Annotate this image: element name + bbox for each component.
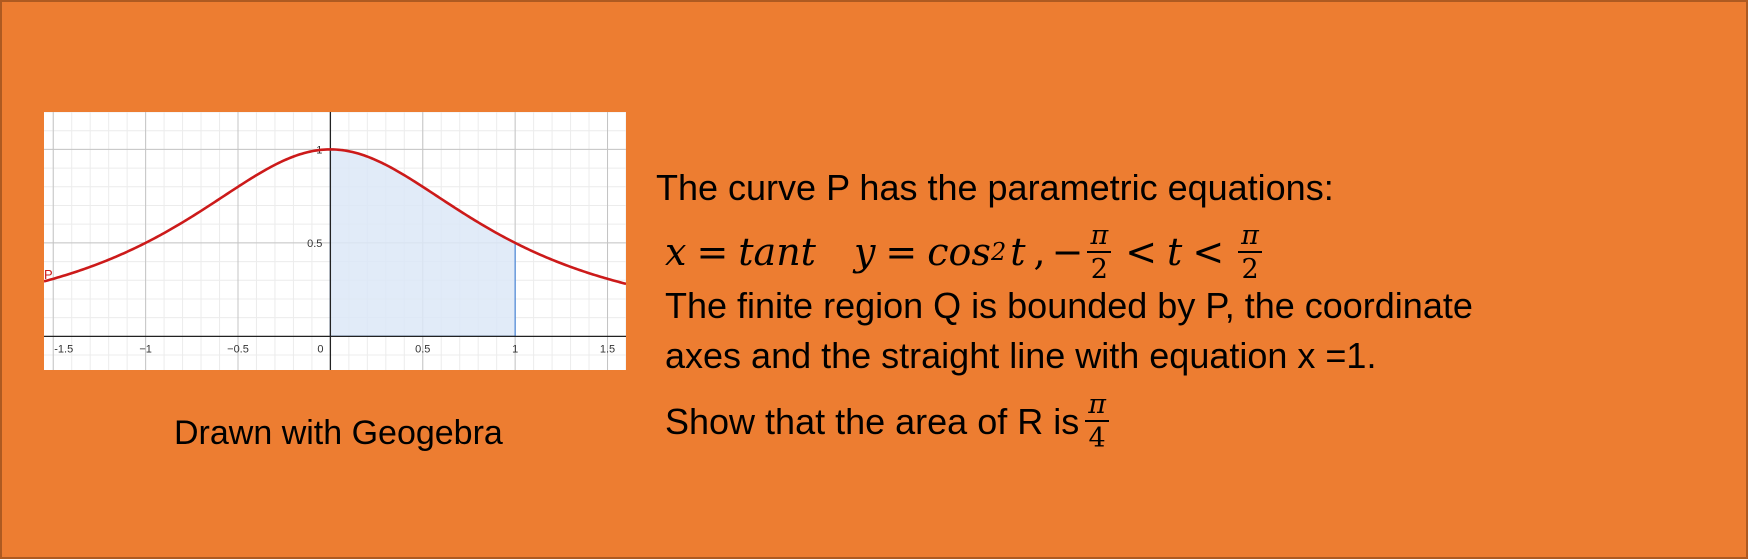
x-tick-label: 1 [512, 343, 518, 355]
eq-equals-2: = [885, 230, 918, 274]
frac-num-pi: π [1087, 222, 1112, 253]
eq-y-lhs: y [853, 230, 876, 274]
answer-num-pi: π [1085, 391, 1109, 422]
eq-x-rhs: tant [738, 230, 816, 274]
pi-over-4: π 4 [1085, 391, 1109, 452]
parametric-equations: x = tant y = cos 2 t , − π 2 < t < π 2 [665, 214, 1266, 290]
eq-minus: − [1051, 230, 1084, 274]
eq-y-rhs-var: t [1010, 230, 1026, 274]
x-tick-label: 0 [317, 343, 323, 355]
problem-line-5: Show that the area of R is π 4 [665, 391, 1113, 452]
curve-label-p: P [44, 267, 53, 282]
neg-pi-over-2: π 2 [1087, 222, 1112, 285]
eq-x-lhs: x [665, 230, 687, 274]
eq-equals-1: = [696, 230, 729, 274]
x-tick-label: −1 [139, 343, 152, 355]
problem-line-1: The curve P has the parametric equations… [656, 167, 1334, 208]
x-tick-label: -1.5 [54, 343, 73, 355]
x-axis-ticks: -1.5 −1 −0.5 0 0.5 1 1.5 [54, 343, 615, 355]
problem-line-4: axes and the straight line with equation… [665, 335, 1377, 376]
frac-den-2: 2 [1241, 253, 1259, 285]
y-tick-label: 0.5 [307, 238, 322, 250]
y-axis-ticks: 0.51 [307, 144, 322, 249]
area-question-text: Show that the area of R is [665, 400, 1080, 442]
x-tick-label: 0.5 [415, 343, 430, 355]
eq-t: t [1167, 230, 1183, 274]
problem-line-3: The finite region Q is bounded by P, the… [665, 285, 1473, 326]
curve-p [44, 148, 626, 286]
eq-y-rhs-base: cos [927, 230, 991, 274]
answer-den-4: 4 [1088, 423, 1106, 454]
x-tick-label: −0.5 [227, 343, 249, 355]
x-tick-label: 1.5 [600, 343, 615, 355]
pi-over-2: π 2 [1238, 222, 1262, 283]
frac-den-2: 2 [1090, 253, 1108, 285]
frac-num-pi: π [1238, 222, 1262, 253]
eq-separator: , [1033, 230, 1046, 274]
graph-caption: Drawn with Geogebra [174, 414, 503, 452]
eq-less-than-2: < [1192, 230, 1225, 274]
eq-less-than-1: < [1125, 230, 1158, 274]
